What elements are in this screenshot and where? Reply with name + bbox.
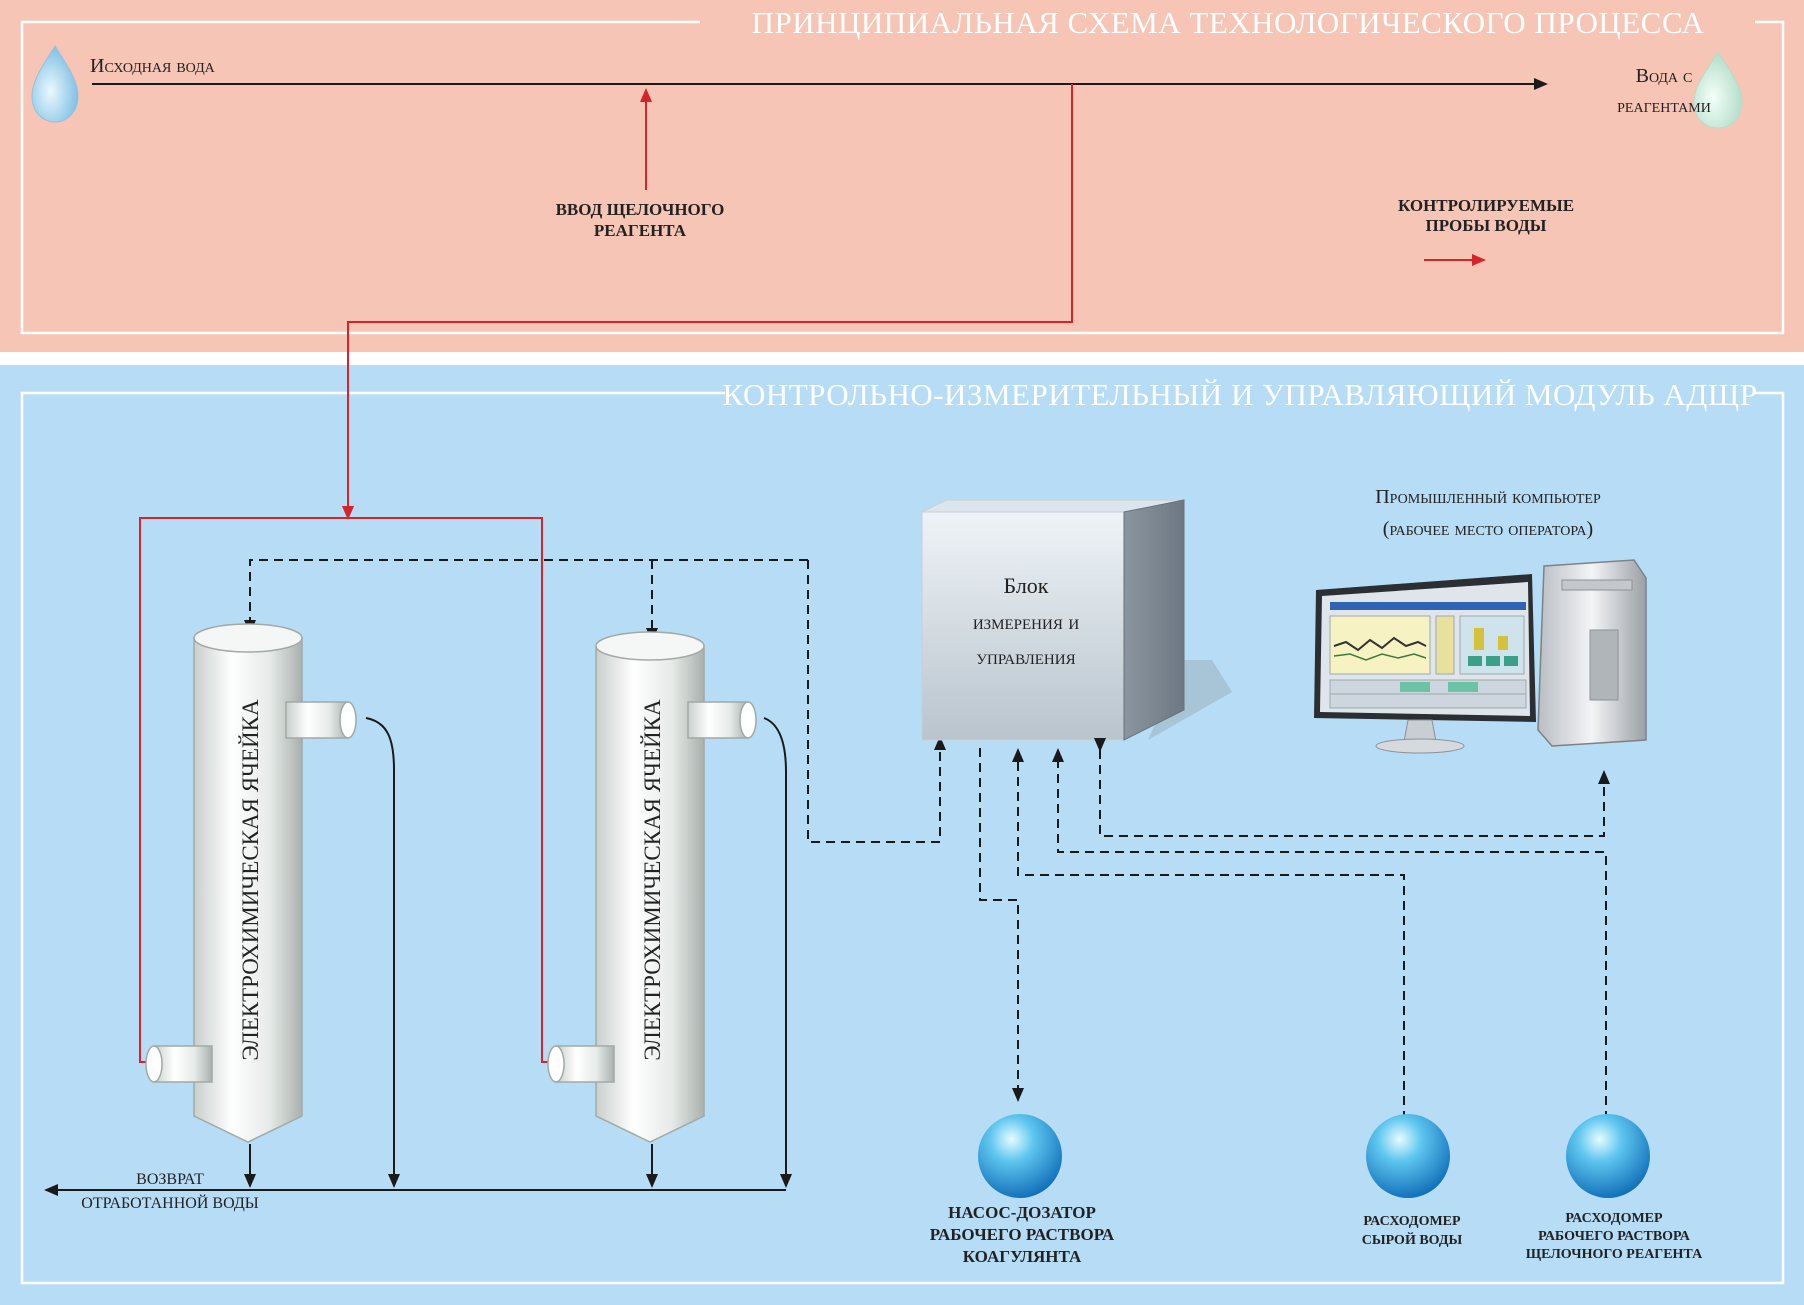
signal-line-computer bbox=[1094, 738, 1610, 837]
sample-line-down bbox=[342, 84, 1073, 520]
flowmeter-raw-water-icon bbox=[1366, 1114, 1450, 1198]
block-label-line2: измерения и bbox=[973, 609, 1080, 634]
legend-label-line2: ПРОБЫ ВОДЫ bbox=[1425, 216, 1546, 235]
lower-title: КОНТРОЛЬНО-ИЗМЕРИТЕЛЬНЫЙ И УПРАВЛЯЮЩИЙ М… bbox=[723, 377, 1758, 412]
cell1-outlet-line bbox=[365, 717, 400, 1188]
upper-frame bbox=[20, 20, 1785, 335]
signal-line-flow2 bbox=[1052, 748, 1607, 1120]
flow2-label-line3: ЩЕЛОЧНОГО РЕАГЕНТА bbox=[1526, 1247, 1703, 1262]
upper-panel bbox=[0, 0, 1804, 352]
return-label-line2: ОТРАБОТАННОЙ ВОДЫ bbox=[81, 1193, 258, 1212]
block-label-line3: управления bbox=[976, 644, 1075, 669]
cell1-label: ЭЛЕКТРОХИМИЧЕСКАЯ ЯЧЕЙКА bbox=[238, 699, 263, 1061]
signal-line-flow1 bbox=[1012, 748, 1405, 1120]
alkali-input-label-line2: РЕАГЕНТА bbox=[594, 221, 687, 240]
output-water-label-line1: Вода с bbox=[1636, 65, 1693, 87]
control-line-cell1 bbox=[244, 559, 808, 634]
legend-label-line1: КОНТРОЛИРУЕМЫЕ bbox=[1398, 196, 1574, 215]
pump-label-line2: РАБОЧЕГО РАСТВОРА bbox=[930, 1225, 1115, 1244]
source-water-drop-icon bbox=[31, 45, 79, 123]
source-water-label: Исходная вода bbox=[90, 55, 216, 77]
pump-label-line3: КОАГУЛЯНТА bbox=[963, 1247, 1082, 1266]
flow1-label-line2: СЫРОЙ ВОДЫ bbox=[1362, 1231, 1463, 1248]
measurement-control-block: Блок измерения и управления bbox=[921, 499, 1232, 741]
flow2-label-line2: РАБОЧЕГО РАСТВОРА bbox=[1538, 1229, 1691, 1244]
electrochemical-cell-2: ЭЛЕКТРОХИМИЧЕСКАЯ ЯЧЕЙКА bbox=[547, 631, 757, 1143]
signal-line-pump bbox=[979, 748, 1024, 1102]
pump-icon bbox=[978, 1114, 1062, 1198]
cell2-label: ЭЛЕКТРОХИМИЧЕСКАЯ ЯЧЕЙКА bbox=[640, 699, 665, 1061]
industrial-computer bbox=[1314, 559, 1647, 754]
flowmeter-alkali-icon bbox=[1566, 1114, 1650, 1198]
output-water-label-line2: реагентами bbox=[1617, 95, 1711, 117]
electrochemical-cell-1: ЭЛЕКТРОХИМИЧЕСКАЯ ЯЧЕЙКА bbox=[145, 623, 357, 1143]
return-label-line1: ВОЗВРАТ bbox=[136, 1171, 204, 1188]
lower-frame bbox=[20, 391, 1785, 1285]
flow2-label-line1: РАСХОДОМЕР bbox=[1565, 1211, 1663, 1226]
upper-title: ПРИНЦИПИАЛЬНАЯ СХЕМА ТЕХНОЛОГИЧЕСКОГО ПР… bbox=[752, 5, 1705, 40]
alkali-input-label-line1: ВВОД ЩЕЛОЧНОГО bbox=[556, 200, 725, 219]
control-line-to-block bbox=[807, 560, 946, 843]
computer-label-line2: (рабочее место оператора) bbox=[1383, 518, 1593, 540]
output-water-drop-icon bbox=[1693, 51, 1743, 129]
flow1-label-line1: РАСХОДОМЕР bbox=[1363, 1214, 1461, 1229]
computer-label-line1: Промышленный компьютер bbox=[1375, 486, 1601, 508]
block-label-line1: Блок bbox=[1003, 573, 1048, 598]
cell2-outlet-line bbox=[763, 717, 792, 1188]
pump-label-line1: НАСОС-ДОЗАТОР bbox=[948, 1203, 1096, 1222]
